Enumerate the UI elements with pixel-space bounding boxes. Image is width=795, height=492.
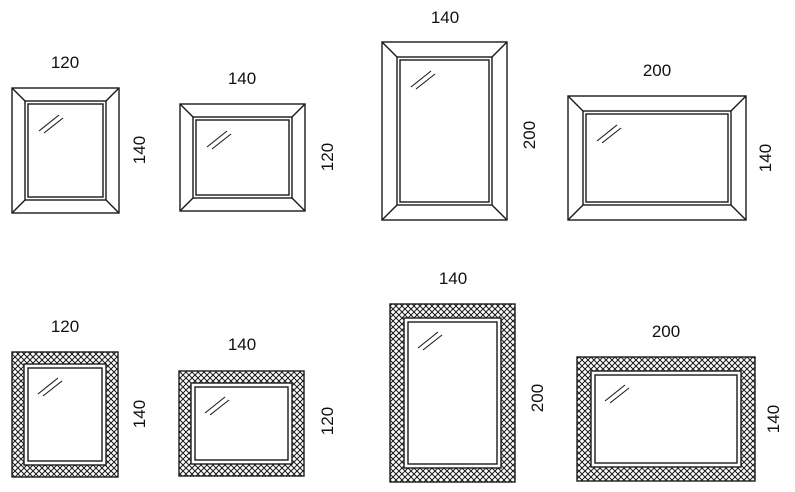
mitre-line — [491, 41, 508, 58]
mitre-line — [381, 41, 398, 58]
frame-inner-edge — [582, 110, 732, 206]
frame-lattice-2 — [178, 370, 305, 477]
mitre-line — [105, 199, 120, 214]
glare-icon — [604, 384, 626, 402]
frame-bevel-3 — [381, 41, 508, 221]
mitre-line — [567, 204, 584, 221]
mirror-glass — [195, 119, 290, 196]
frame-inner-edge — [590, 370, 742, 468]
width-label-3: 140 — [431, 8, 459, 27]
glare-icon — [609, 387, 630, 404]
glare-icon — [601, 127, 622, 144]
frame-bevel-4 — [567, 95, 747, 221]
glare-icon — [596, 124, 618, 142]
glare-icon — [37, 377, 59, 395]
mitre-line — [11, 87, 26, 102]
glare-icon — [410, 70, 432, 88]
mitre-line — [491, 204, 508, 221]
mitre-line — [179, 103, 194, 118]
frame-bevel-2 — [179, 103, 306, 212]
frame-inner-edge — [192, 116, 293, 199]
glare-icon — [42, 380, 63, 397]
glare-icon — [211, 133, 232, 150]
width-label-1: 120 — [51, 53, 79, 72]
frame-inner-edge — [23, 363, 107, 466]
frame-inner-edge — [24, 100, 107, 201]
mitre-line — [11, 199, 26, 214]
mitre-line — [291, 197, 306, 212]
glare-icon — [38, 114, 60, 132]
glare-icon — [417, 331, 439, 349]
mirror-glass — [585, 113, 729, 203]
width-label-8: 200 — [652, 322, 680, 341]
height-label-6: 120 — [318, 407, 337, 435]
glare-icon — [422, 334, 443, 351]
mirror-glass — [399, 59, 490, 203]
glare-icon — [415, 73, 436, 90]
frame-lattice-1 — [11, 351, 119, 478]
frame-outer-edge — [567, 95, 747, 221]
mirror-glass — [594, 374, 738, 464]
frame-bevel-1 — [11, 87, 120, 214]
frame-lattice-3 — [389, 303, 516, 483]
frame-outer-edge — [179, 103, 306, 212]
frame-outer-edge — [381, 41, 508, 221]
height-label-7: 200 — [528, 384, 547, 412]
height-label-8: 140 — [764, 405, 783, 433]
height-label-5: 140 — [130, 400, 149, 428]
mirror-glass — [27, 103, 104, 198]
frame-outer-edge — [11, 87, 120, 214]
mitre-line — [291, 103, 306, 118]
height-label-1: 140 — [130, 136, 149, 164]
mitre-line — [105, 87, 120, 102]
mirror-glass — [27, 367, 103, 462]
glare-icon — [204, 396, 226, 414]
height-label-3: 200 — [520, 121, 539, 149]
frame-inner-edge — [403, 317, 502, 469]
mirror-glass — [194, 386, 289, 461]
mitre-line — [179, 197, 194, 212]
mitre-line — [730, 204, 747, 221]
mitre-line — [381, 204, 398, 221]
mitre-line — [730, 95, 747, 112]
frame-inner-edge — [396, 56, 493, 206]
frame-lattice-4 — [576, 356, 756, 482]
width-label-4: 200 — [643, 61, 671, 80]
width-label-5: 120 — [51, 317, 79, 336]
glare-icon — [209, 399, 230, 416]
width-label-6: 140 — [228, 335, 256, 354]
height-label-4: 140 — [756, 144, 775, 172]
glare-icon — [206, 130, 228, 148]
glare-icon — [43, 117, 64, 134]
height-label-2: 120 — [318, 143, 337, 171]
width-label-7: 140 — [439, 269, 467, 288]
width-label-2: 140 — [228, 69, 256, 88]
mitre-line — [567, 95, 584, 112]
mirror-glass — [407, 321, 498, 465]
frame-inner-edge — [190, 382, 293, 465]
